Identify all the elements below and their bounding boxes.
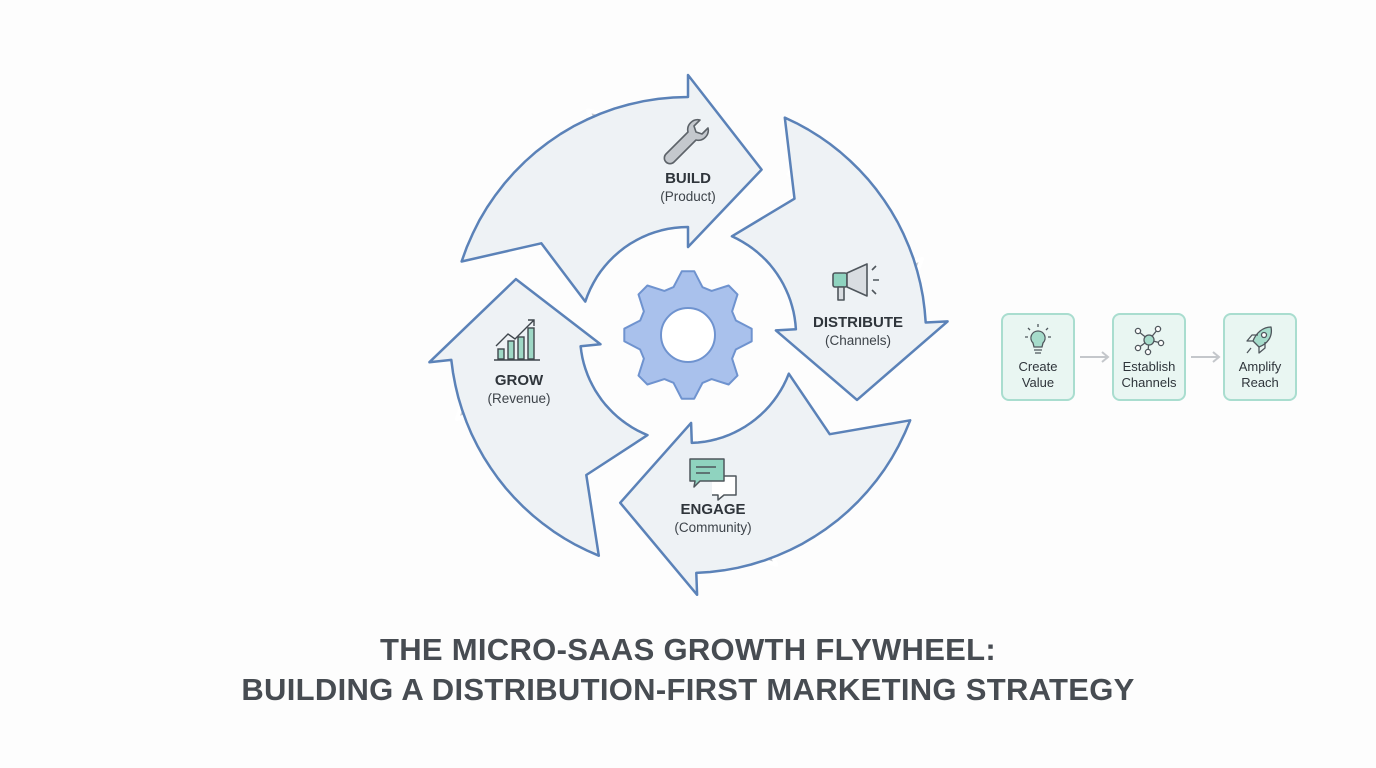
megaphone-icon [832, 263, 879, 301]
step-label-line1: Establish [1122, 359, 1176, 374]
lightbulb-icon [1025, 324, 1051, 354]
stage-grow: GROW (Revenue) [487, 372, 550, 408]
stage-title: DISTRIBUTE [813, 314, 903, 331]
stage-subtitle: (Product) [660, 189, 716, 204]
process-step-amplify-reach: Amplify Reach [1223, 313, 1297, 401]
flywheel-segment-distribute [730, 116, 949, 402]
process-step-create-value: Create Value [1001, 313, 1075, 401]
stage-title: ENGAGE [680, 501, 746, 518]
stage-subtitle: (Revenue) [487, 391, 551, 406]
flywheel-segment-build [460, 73, 763, 303]
flywheel-segment-grow [428, 277, 649, 557]
step-label-line2: Reach [1241, 375, 1279, 390]
title-line-2: BUILDING A DISTRIBUTION-FIRST MARKETING … [241, 672, 1135, 707]
network-icon [1134, 325, 1165, 356]
stage-engage: ENGAGE (Community) [674, 501, 751, 537]
stage-build: BUILD (Product) [660, 170, 716, 206]
step-label-line2: Value [1021, 375, 1055, 390]
step-label-line1: Amplify [1238, 359, 1282, 374]
rocket-icon [1246, 326, 1273, 354]
flywheel-segment-engage [618, 372, 912, 597]
gear-icon [623, 270, 753, 400]
bar-chart-growth-icon [494, 319, 540, 361]
stage-title: BUILD [665, 170, 711, 187]
step-label-line2: Channels [1121, 375, 1177, 390]
step-label-line1: Create [1018, 359, 1058, 374]
gear-hole [660, 307, 716, 363]
arrow-right-icon [1191, 351, 1221, 363]
wrench-icon [663, 118, 710, 165]
stage-subtitle: (Channels) [824, 333, 892, 348]
stage-distribute: DISTRIBUTE (Channels) [813, 314, 903, 350]
stage-title: GROW [494, 372, 544, 389]
stage-subtitle: (Community) [674, 520, 752, 535]
chat-bubbles-icon [689, 458, 737, 501]
process-step-establish-channels: Establish Channels [1112, 313, 1186, 401]
title-line-1: THE MICRO-SAAS GROWTH FLYWHEEL: [379, 632, 997, 667]
arrow-right-icon [1080, 351, 1110, 363]
